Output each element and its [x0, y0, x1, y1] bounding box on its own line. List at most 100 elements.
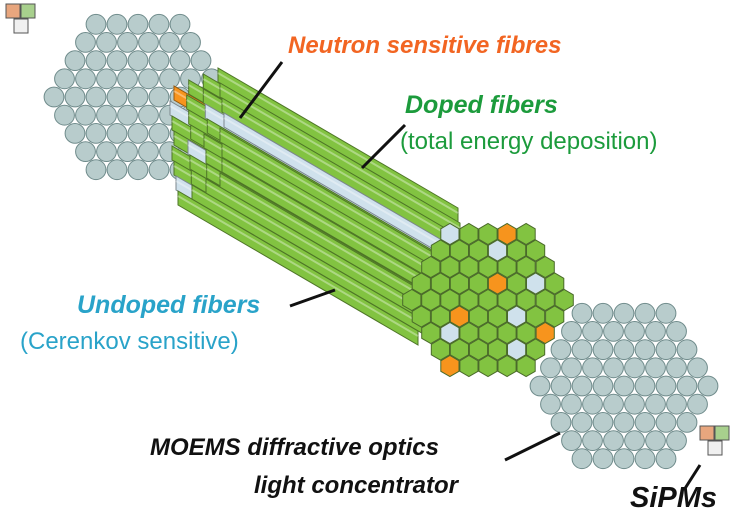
optic-lens	[613, 375, 635, 397]
doped-fiber	[217, 67, 459, 223]
leader-doped	[360, 123, 407, 170]
doped-fiber-end	[516, 255, 536, 279]
neutron-fiber-end	[449, 305, 469, 328]
leader-moems	[504, 431, 561, 462]
optic-lens	[148, 50, 170, 71]
doped-fiber-end	[430, 305, 450, 328]
fiber-highlight	[219, 87, 461, 229]
optic-lens	[603, 321, 624, 342]
doped-fiber-end	[402, 288, 422, 312]
doped-fiber-end	[526, 305, 546, 328]
optic-lens	[96, 32, 117, 53]
optic-lens	[645, 393, 666, 415]
optic-lens	[127, 122, 149, 144]
doped-fiber-end	[449, 272, 469, 295]
optic-lens	[561, 393, 582, 415]
doped-fiber-end	[430, 239, 450, 262]
optic-lens	[624, 430, 645, 452]
optic-lens	[582, 321, 603, 342]
neutron-fiber-end	[497, 222, 517, 246]
optic-lens	[540, 357, 561, 379]
optic-lens	[138, 104, 159, 126]
optic-lens	[624, 357, 645, 379]
optic-lens	[697, 375, 719, 397]
sipm-square-cluster-icon	[5, 3, 36, 34]
doped-fiber-end	[535, 255, 555, 279]
undoped-fiber-end	[440, 222, 460, 246]
doped-fiber-end	[487, 305, 508, 328]
optic-lens	[603, 357, 624, 379]
optic-lens	[127, 86, 149, 108]
leader-undoped	[289, 288, 336, 308]
optic-lens	[138, 141, 159, 163]
optic-lens	[117, 32, 138, 53]
neutron-fibres-label: Neutron sensitive fibres	[288, 32, 562, 59]
optic-lens	[655, 412, 677, 433]
optic-lens	[645, 430, 666, 452]
doped-fiber-end	[554, 288, 574, 312]
doped-fiber-end	[468, 272, 489, 295]
optic-lens	[624, 393, 645, 415]
optic-lens	[75, 32, 96, 53]
optic-lens	[634, 448, 656, 470]
doped-fiber-end	[459, 354, 479, 378]
optic-lens	[561, 321, 582, 342]
optic-lens	[582, 357, 603, 379]
optic-lens	[592, 448, 614, 470]
optic-lens	[613, 302, 635, 324]
optic-lens	[687, 357, 708, 379]
fiber-bundle-end-face	[402, 222, 574, 378]
doped-fiber-end	[459, 255, 479, 279]
optic-lens	[655, 448, 677, 470]
doped-fiber-end	[468, 239, 489, 262]
doped-fiber-end	[497, 288, 517, 312]
leader-sipms	[682, 464, 702, 491]
optic-lens	[43, 86, 65, 108]
doped-fiber-end	[440, 288, 460, 312]
optic-lens	[127, 13, 149, 35]
optic-lens	[169, 13, 191, 35]
optic-lens	[148, 159, 170, 181]
optic-lens	[666, 321, 687, 342]
optic-lens	[117, 104, 138, 126]
undoped-fiber-end	[507, 338, 527, 361]
doped-fiber-end	[430, 338, 450, 361]
optic-lens	[106, 86, 128, 108]
doped-fiber-end	[459, 222, 479, 246]
optic-lens	[571, 375, 593, 397]
optic-lens	[603, 430, 624, 452]
undoped-fibers-sublabel: (Cerenkov sensitive)	[20, 328, 239, 355]
sipm-square	[20, 3, 36, 19]
optic-lens	[655, 302, 677, 324]
optic-lens	[190, 50, 212, 71]
doped-fiber-end	[478, 255, 498, 279]
sipms-label: SiPMs	[630, 482, 718, 514]
doped-fiber-end	[545, 272, 565, 295]
optic-lens	[85, 13, 107, 35]
fiber-highlight	[221, 102, 463, 244]
optic-lens	[624, 321, 645, 342]
optic-lens	[159, 68, 180, 90]
doped-fiber-end	[459, 288, 479, 312]
optic-lens	[117, 68, 138, 90]
optic-lens	[180, 32, 201, 53]
doped-fiber-end	[516, 354, 536, 378]
fiber-highlight	[177, 195, 419, 337]
doped-fiber-end	[421, 255, 441, 279]
optic-lens	[106, 13, 128, 35]
optic-lens	[592, 412, 614, 433]
doped-fiber-end	[411, 305, 431, 328]
doped-fibers-label: Doped fibers	[405, 91, 558, 119]
doped-fiber-end	[535, 288, 555, 312]
optic-lens	[54, 68, 75, 90]
doped-fiber-end	[497, 321, 517, 345]
undoped-fiber-end	[526, 272, 546, 295]
optic-lens	[106, 50, 128, 71]
neutron-fiber-end	[487, 272, 508, 295]
doped-fiber-end	[421, 288, 441, 312]
optic-lens	[634, 412, 656, 433]
doped-fiber-end	[478, 354, 498, 378]
optic-lens	[666, 357, 687, 379]
doped-fiber-end	[487, 338, 508, 361]
